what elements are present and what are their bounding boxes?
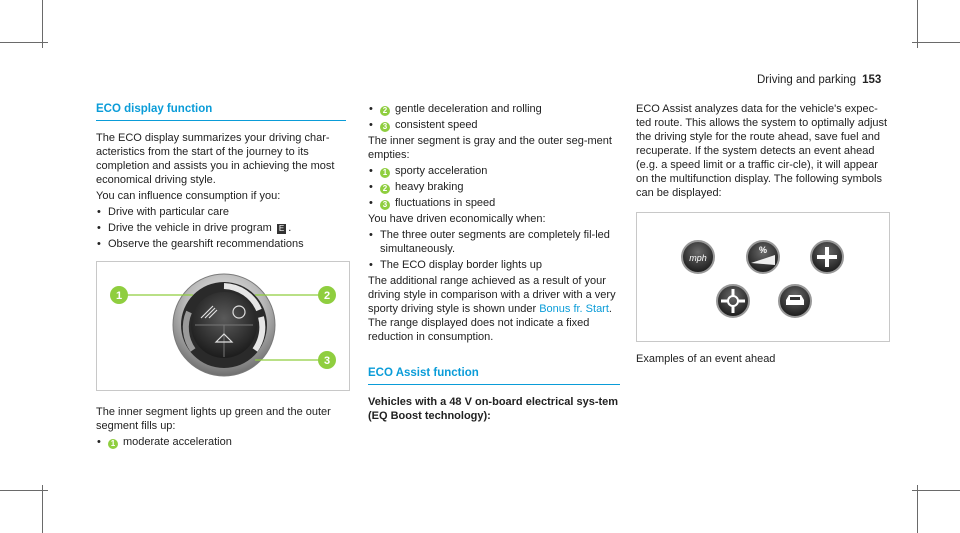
eco-assist-paragraph: ECO Assist analyzes data for the vehicle… bbox=[636, 103, 888, 199]
crop-mark bbox=[917, 485, 918, 533]
figure-marker-2: 2 bbox=[324, 290, 330, 302]
bonus-link[interactable]: Bonus fr. Start bbox=[539, 303, 609, 315]
crop-mark bbox=[917, 0, 918, 48]
list-item: Drive the vehicle in drive program E. bbox=[96, 221, 346, 235]
intersection-icon bbox=[810, 240, 844, 274]
section-title-eco-display: ECO display function bbox=[96, 102, 346, 121]
gray-lead: The inner segment is gray and the outer … bbox=[368, 135, 612, 161]
vehicles-heading: Vehicles with a 48 V on-board electrical… bbox=[368, 396, 619, 422]
header-section: Driving and parking bbox=[757, 74, 857, 86]
crop-mark bbox=[0, 42, 48, 43]
event-symbols-illustration: mph % bbox=[681, 240, 844, 318]
column-1: ECO display function The ECO display sum… bbox=[96, 102, 350, 451]
vehicle-ahead-icon bbox=[778, 284, 812, 318]
crop-mark bbox=[912, 42, 960, 43]
drive-program-e-icon: E bbox=[276, 224, 287, 234]
gradient-icon: % bbox=[746, 240, 780, 274]
list-item: The ECO display border lights up bbox=[368, 258, 620, 272]
page-number: 153 bbox=[862, 74, 882, 86]
svg-text:mph: mph bbox=[689, 253, 707, 263]
eco-display-illustration: 1 2 3 bbox=[110, 273, 336, 377]
crop-mark bbox=[42, 485, 43, 533]
economic-lead: You have driven economically when: bbox=[368, 213, 546, 225]
intro-paragraph: The ECO display summarizes your driving … bbox=[96, 132, 335, 186]
after-figure-text: The inner segment lights up green and th… bbox=[96, 406, 331, 432]
economic-list: The three outer segments are completely … bbox=[368, 228, 620, 272]
influence-list: Drive with particular care Drive the veh… bbox=[96, 205, 346, 251]
event-symbols-figure: mph % bbox=[636, 212, 890, 342]
eco-display-figure: 1 2 3 bbox=[96, 261, 350, 391]
list-item: Observe the gearshift recommendations bbox=[96, 237, 346, 251]
section-title-eco-assist: ECO Assist function bbox=[368, 366, 620, 385]
bonus-paragraph: The additional range achieved as a resul… bbox=[368, 275, 616, 343]
column-3: ECO Assist analyzes data for the vehicle… bbox=[636, 102, 892, 368]
svg-text:%: % bbox=[759, 245, 767, 255]
crop-mark bbox=[42, 0, 43, 48]
figure-caption: Examples of an event ahead bbox=[636, 353, 776, 365]
running-header: Driving and parking 153 bbox=[757, 73, 881, 87]
influence-lead: You can influence consumption if you: bbox=[96, 190, 281, 202]
list-item: The three outer segments are completely … bbox=[368, 228, 620, 256]
figure-marker-3: 3 bbox=[324, 355, 330, 367]
crop-mark bbox=[0, 490, 48, 491]
speed-limit-icon: mph bbox=[681, 240, 715, 274]
traffic-circle-icon bbox=[716, 284, 750, 318]
list-item: Drive with particular care bbox=[96, 205, 346, 219]
figure-marker-1: 1 bbox=[116, 290, 122, 302]
crop-mark bbox=[912, 490, 960, 491]
